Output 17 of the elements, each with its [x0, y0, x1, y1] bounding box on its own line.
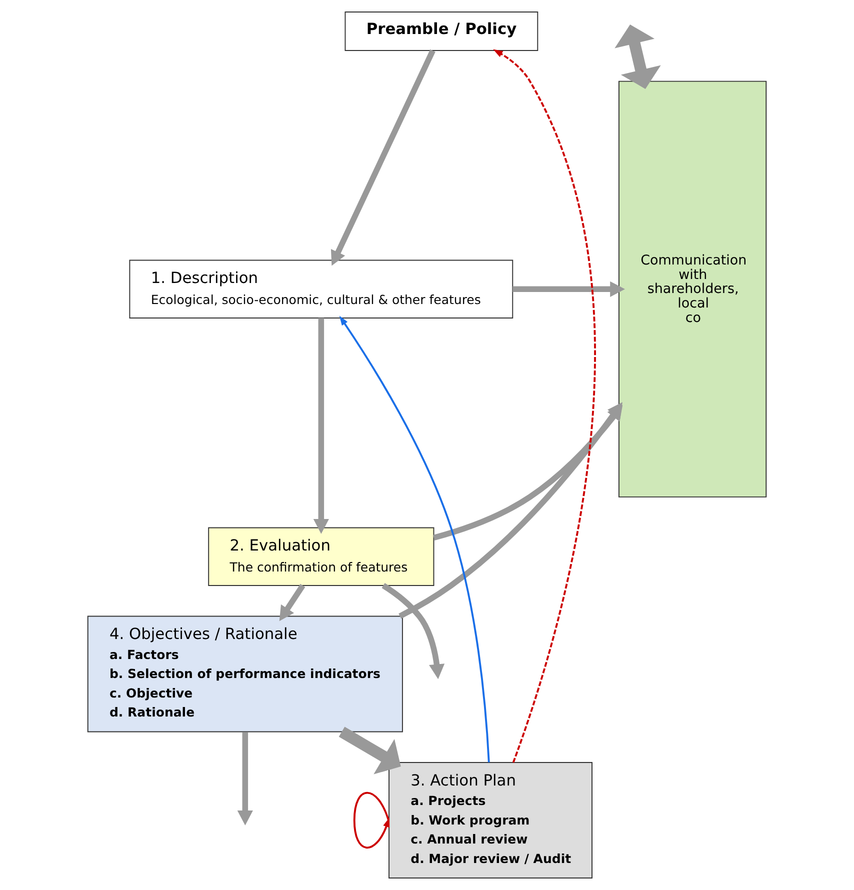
- node-box: Preamble / Policy: [344, 12, 538, 51]
- arrow: [382, 583, 445, 680]
- arrow: [512, 281, 625, 297]
- node-box: 3. Action Plan a. Projects b. Work program c. Annual review d. Major review / Audit: [388, 762, 592, 878]
- node-box: 4. Objectives / Rationale a. Factors b. Selection of performance indicators c. Objective d. Rationale: [87, 616, 403, 732]
- arrow: [279, 584, 306, 622]
- node-box: 2. Evaluation The confirmation of features: [208, 527, 434, 586]
- arrow: [353, 792, 390, 849]
- arrow: [338, 726, 401, 774]
- arrow: [330, 49, 436, 266]
- arrow: [339, 316, 490, 762]
- arrow: [493, 49, 596, 763]
- arrow: [313, 318, 329, 534]
- node-box: 1. Description Ecological, socio-economic, cultural & other features: [129, 260, 514, 318]
- node-box: Communication with shareholders, local co: [618, 80, 767, 498]
- arrow: [237, 732, 253, 826]
- arrow: [614, 24, 661, 89]
